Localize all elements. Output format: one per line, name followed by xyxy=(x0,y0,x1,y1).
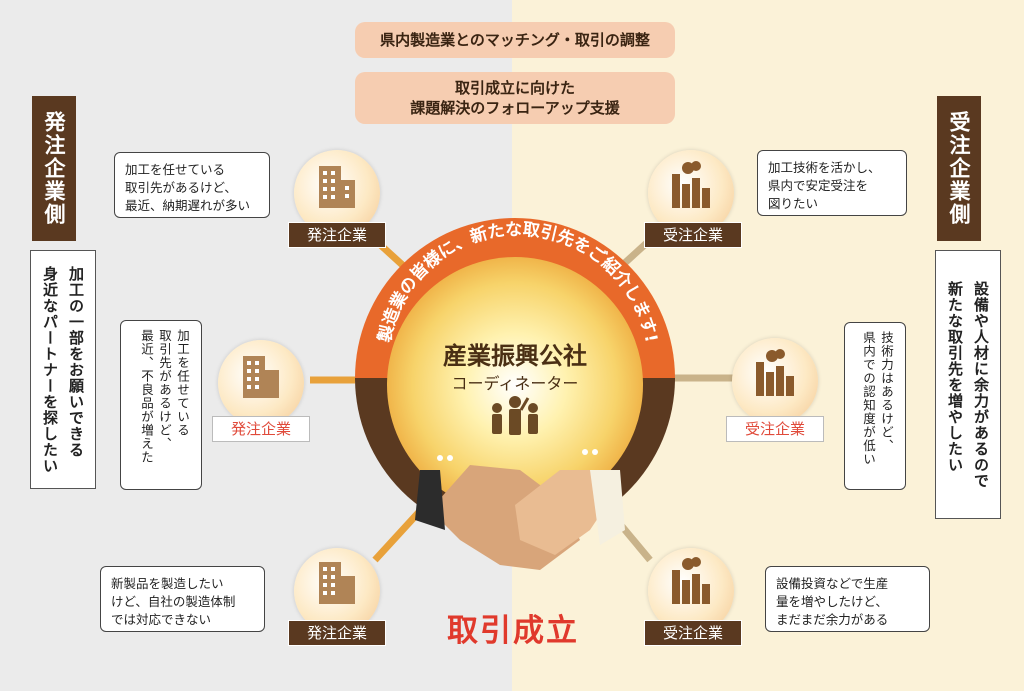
followup-line-2: 課題解決のフォローアップ支援 xyxy=(410,99,620,117)
bubble-supplier-top: 加工技術を活かし、 県内で安定受注を 図りたい xyxy=(757,150,907,216)
bubble-supplier-bottom: 設備投資などで生産 量を増やしたけど、 まだまだ余力がある xyxy=(765,566,930,632)
bubble-supplier-mid: 技術力はあるけど、 県内での認知度が低い xyxy=(844,322,906,490)
handshake-icon xyxy=(415,465,625,570)
coordinator-role: コーディネーター xyxy=(451,374,579,393)
supplier-side-desc: 設備や人材に余力があるので 新たな取引先を増やしたい xyxy=(935,250,1001,519)
followup-line-1: 取引成立に向けた xyxy=(454,79,575,97)
building-icon xyxy=(319,166,355,208)
factory-icon xyxy=(672,161,710,208)
building-icon xyxy=(319,562,355,604)
orderer-side-desc: 加工の一部をお願いできる 身近なパートナーを探したい xyxy=(30,250,96,489)
building-icon xyxy=(243,356,279,398)
orderer-label-bottom: 発注企業 xyxy=(288,620,386,646)
factory-icon xyxy=(756,349,794,396)
supplier-label-bottom: 受注企業 xyxy=(644,620,742,646)
inner-glow xyxy=(387,257,643,513)
bubble-orderer-mid: 加工を任せている 取引先があるけど、 最近、不良品が増えた xyxy=(120,320,202,490)
followup-pill: 取引成立に向けた 課題解決のフォローアップ支援 xyxy=(355,72,675,124)
orderer-label-mid: 発注企業 xyxy=(212,416,310,442)
supplier-side-title: 受注企業側 xyxy=(937,96,981,241)
bubble-orderer-bottom: 新製品を製造したい けど、自社の製造体制 では対応できない xyxy=(100,566,265,632)
org-name: 産業振興公社 xyxy=(443,342,587,370)
supplier-label-top: 受注企業 xyxy=(644,222,742,248)
orderer-side-title: 発注企業側 xyxy=(32,96,76,241)
people-icon xyxy=(492,396,538,435)
matching-pill: 県内製造業とのマッチング・取引の調整 xyxy=(355,22,675,58)
deal-concluded: 取引成立 xyxy=(447,613,579,649)
bubble-orderer-top: 加工を任せている 取引先があるけど、 最近、納期遅れが多い xyxy=(114,152,270,218)
factory-icon xyxy=(672,557,710,604)
supplier-label-mid: 受注企業 xyxy=(726,416,824,442)
orderer-label-top: 発注企業 xyxy=(288,222,386,248)
